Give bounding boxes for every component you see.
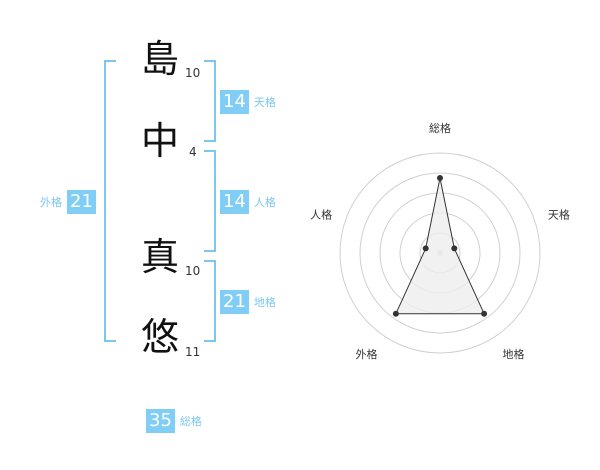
radar-point-4 <box>392 310 399 317</box>
chikaku-value: 21 <box>220 290 249 314</box>
jinkaku-bracket <box>204 150 216 252</box>
radar-point-5 <box>422 245 429 252</box>
radar-axis-label-1: 総格 <box>429 121 451 135</box>
jinkaku-badge: 14 人格 <box>220 190 276 214</box>
stroke-count-3: 10 <box>185 264 201 278</box>
gaikaku-value: 21 <box>67 190 96 214</box>
stroke-count-1: 10 <box>185 66 201 80</box>
jinkaku-value: 14 <box>220 190 249 214</box>
name-char-1: 島 <box>140 37 179 81</box>
soukaku-label: 総格 <box>179 415 202 428</box>
radar-point-2 <box>451 245 458 252</box>
gaikaku-badge: 外格 21 <box>40 190 96 214</box>
soukaku-value: 35 <box>146 409 175 433</box>
tenkaku-label: 天格 <box>253 96 276 109</box>
radar-grid-ring <box>359 172 521 334</box>
tenkaku-badge: 14 天格 <box>220 90 276 114</box>
name-char-2: 中 <box>140 119 179 163</box>
radar-point-1 <box>437 175 443 181</box>
gaikaku-label: 外格 <box>40 196 62 209</box>
radar-grid-ring <box>339 152 541 354</box>
name-char-3: 真 <box>140 235 179 279</box>
radar-axis-label-2: 天格 <box>548 207 570 221</box>
jinkaku-label: 人格 <box>253 196 276 209</box>
radar-axis-label-3: 地格 <box>503 347 525 361</box>
name-char-4: 悠 <box>140 315 179 359</box>
radar-point-3 <box>481 310 488 317</box>
tenkaku-value: 14 <box>220 90 249 114</box>
chikaku-label: 地格 <box>253 296 276 309</box>
radar-axis-label-5: 人格 <box>310 207 332 221</box>
radar-axis-label-4: 外格 <box>356 347 378 361</box>
radar-data-polygon <box>395 177 485 315</box>
stroke-count-2: 4 <box>189 145 197 159</box>
stroke-count-4: 11 <box>185 345 201 359</box>
chikaku-badge: 21 地格 <box>220 290 276 314</box>
gaikaku-bracket <box>104 60 116 342</box>
tenkaku-bracket <box>204 60 216 142</box>
soukaku-badge: 35 総格 <box>146 409 202 433</box>
chikaku-bracket <box>204 260 216 342</box>
